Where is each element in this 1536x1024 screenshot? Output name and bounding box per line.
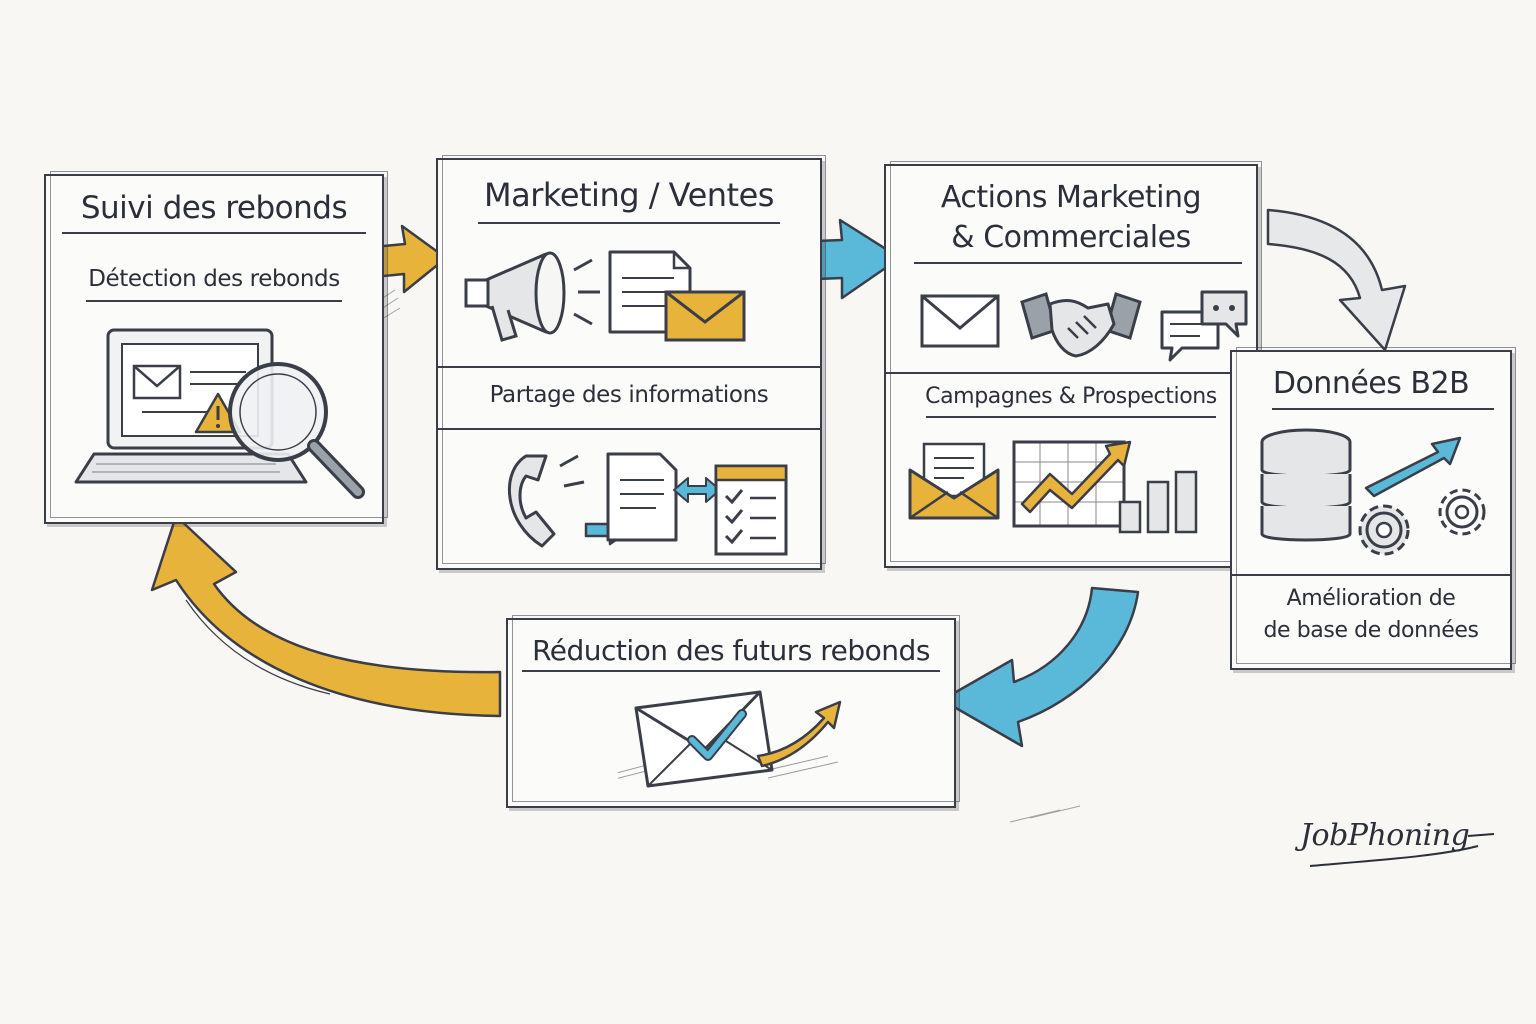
step-bounce-tracking: Suivi des rebonds Détection des rebonds [44, 171, 388, 524]
envelope-icon [920, 294, 1000, 348]
envelope-icon [908, 442, 1000, 520]
trend-arrow-icon [1020, 440, 1132, 514]
gear-icon [1358, 504, 1410, 556]
brand-logo: JobPhoning [1300, 818, 1470, 853]
step-title: Suivi des rebonds [80, 190, 348, 226]
step-b2b-data: Données B2B Amélioration de de base de d… [1230, 347, 1516, 670]
check-envelope-icon [618, 690, 842, 788]
magnifier-icon [228, 362, 365, 499]
step-reduction: Réduction des futurs rebonds [506, 615, 960, 808]
step-subtitle: Détection des rebonds [88, 266, 340, 292]
megaphone-icon [464, 251, 600, 342]
step-title-line2: & Commerciales [951, 220, 1191, 255]
step-subtitle-line2: de base de données [1263, 618, 1479, 643]
arrow-reduction-to-bounce [150, 514, 502, 718]
step-title-line1: Actions Marketing [940, 180, 1202, 215]
step-subtitle: Partage des informations [489, 382, 769, 408]
step-subtitle: Campagnes & Prospections [925, 384, 1217, 409]
laptop-icon [74, 328, 365, 499]
step-marketing-sales: Marketing / Ventes Partage des informati… [436, 155, 826, 570]
chat-icon [1160, 290, 1248, 362]
envelope-icon [664, 290, 746, 342]
step-title: Données B2B [1272, 366, 1470, 401]
step-title: Réduction des futurs rebonds [532, 634, 930, 667]
step-actions: Actions Marketing & Commerciales Campagn… [884, 161, 1262, 568]
gear-icon [1438, 488, 1486, 536]
database-icon [1260, 428, 1486, 556]
envelope-icon [132, 364, 182, 400]
step-title: Marketing / Ventes [484, 176, 774, 214]
step-subtitle-line1: Amélioration de [1286, 586, 1456, 611]
bar-chart-icon [1012, 440, 1198, 534]
handshake-icon [1020, 292, 1142, 358]
arrow-actions-to-reduction [940, 586, 1140, 748]
arrow-actions-to-data [1266, 208, 1407, 352]
document-icon [608, 250, 746, 342]
checklist-icon [606, 452, 788, 556]
